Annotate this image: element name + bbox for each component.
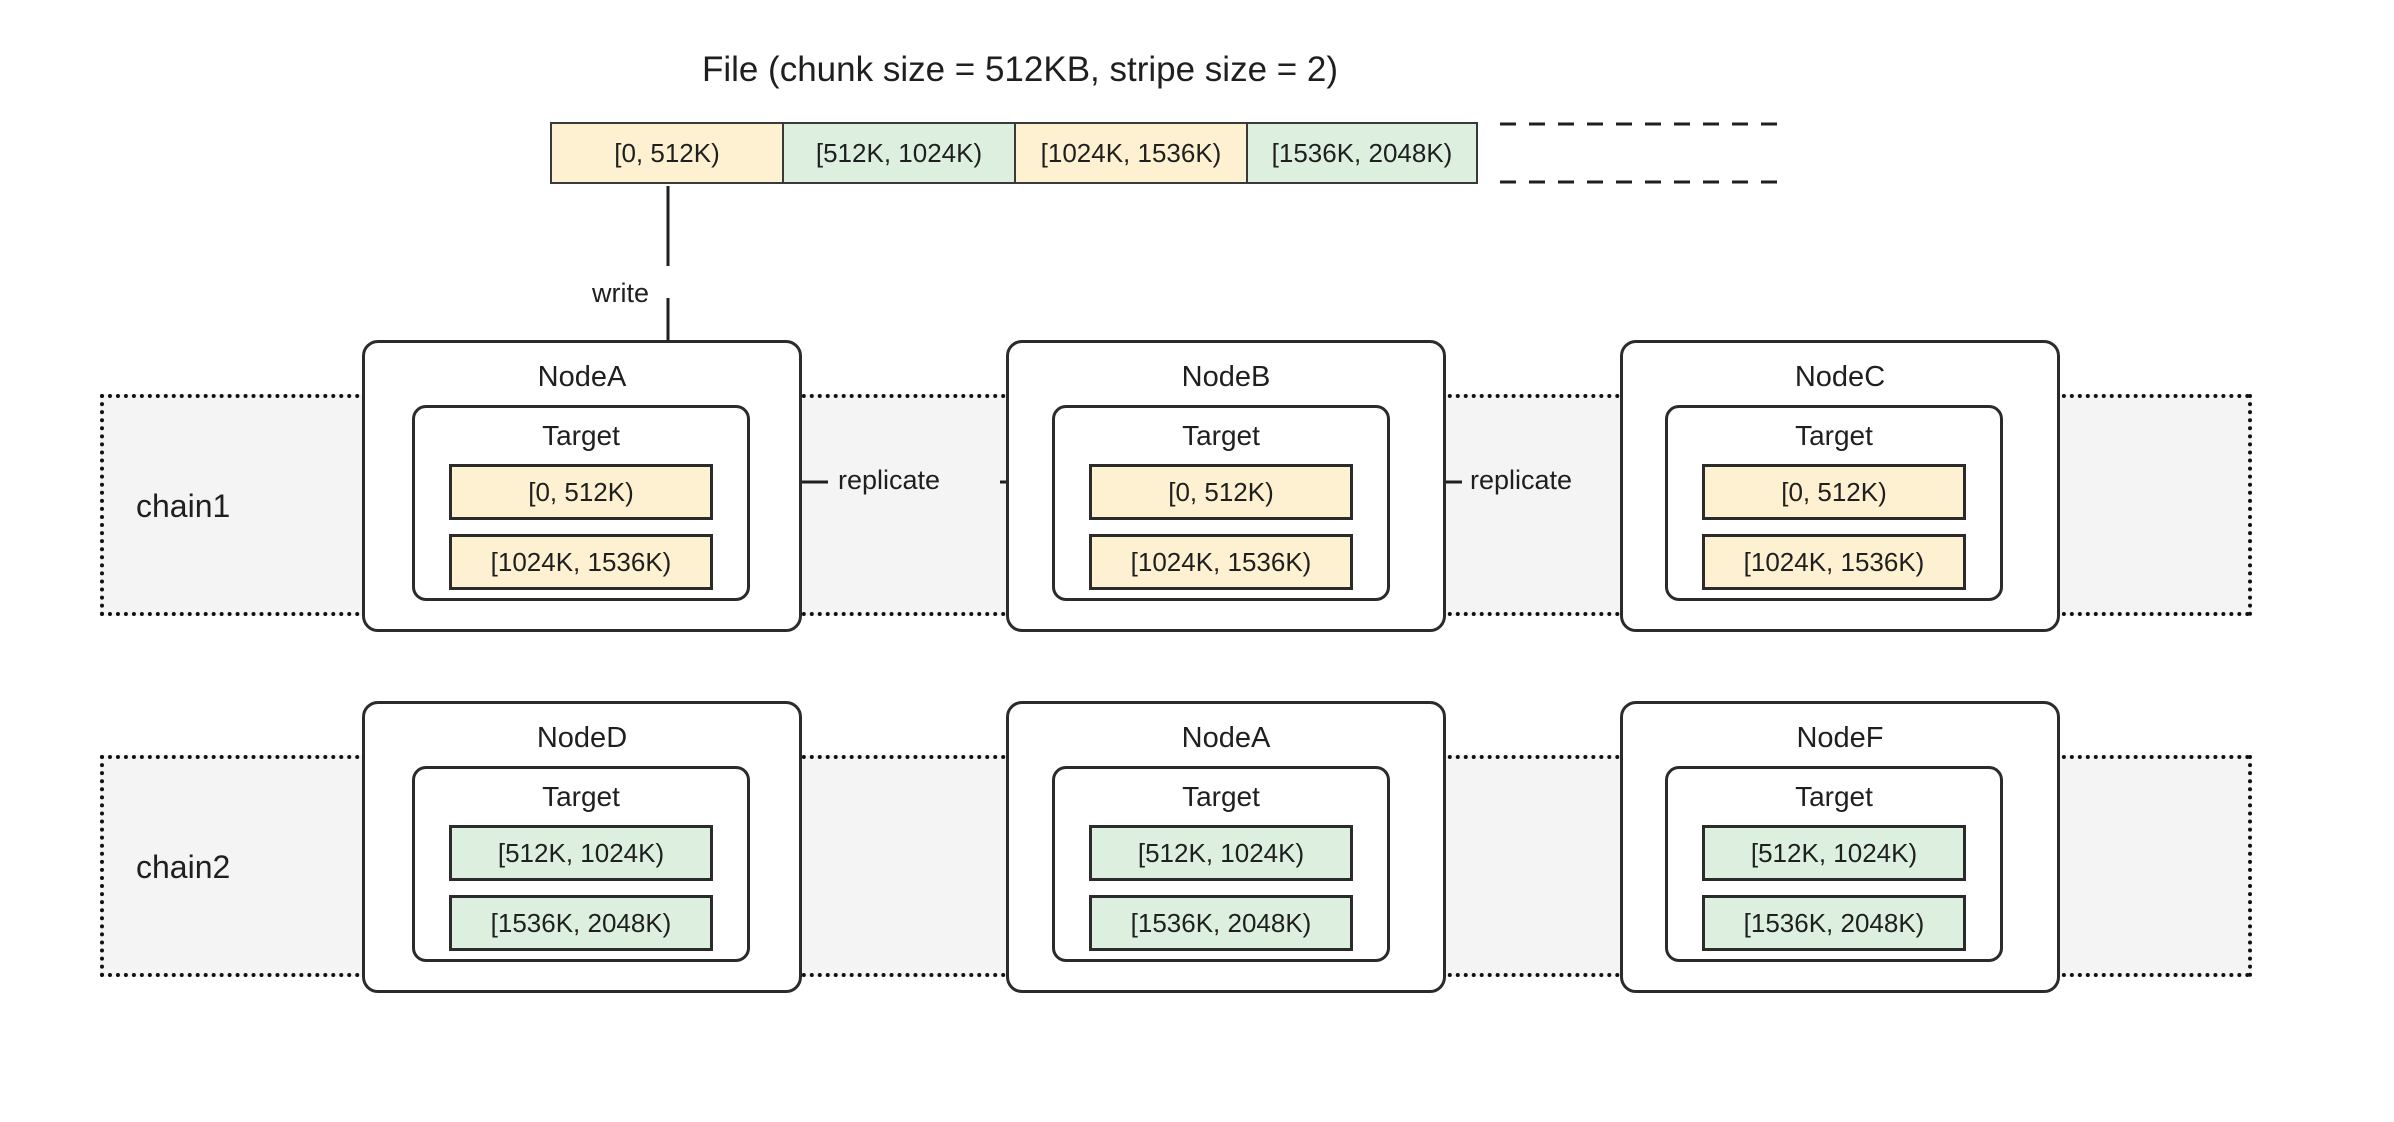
target-box-chain1-nodeB[interactable]: Target [0, 512K) [1024K, 1536K) (1052, 405, 1390, 601)
target-chunk-chain1-nodeB-0: [0, 512K) (1089, 464, 1353, 520)
target-chunk-chain1-nodeC-1: [1024K, 1536K) (1702, 534, 1966, 590)
write-edge-label: write (592, 278, 650, 308)
file-chunk-2: [1024K, 1536K) (1016, 124, 1248, 182)
node-label-chain2-nodeA: NodeA (1181, 722, 1271, 754)
target-box-chain2-nodeD[interactable]: Target [512K, 1024K) [1536K, 2048K) (412, 766, 750, 962)
target-chunk-chain1-nodeB-1: [1024K, 1536K) (1089, 534, 1353, 590)
node-label-chain1-nodeC: NodeC (1794, 361, 1886, 393)
file-chunk-0: [0, 512K) (552, 124, 784, 182)
file-chunk-1: [512K, 1024K) (784, 124, 1016, 182)
replicate-edge-label-1: replicate (838, 465, 941, 495)
target-chunk-chain1-nodeA-0: [0, 512K) (449, 464, 713, 520)
target-chunk-chain2-nodeA-0: [512K, 1024K) (1089, 825, 1353, 881)
target-label-chain1-nodeB: Target (1182, 420, 1260, 451)
target-box-chain1-nodeC[interactable]: Target [0, 512K) [1024K, 1536K) (1665, 405, 2003, 601)
target-chunk-chain1-nodeC-0: [0, 512K) (1702, 464, 1966, 520)
chain-label-chain2: chain2 (136, 849, 231, 885)
target-chunk-chain2-nodeD-1: [1536K, 2048K) (449, 895, 713, 951)
target-chunk-chain2-nodeA-1: [1536K, 2048K) (1089, 895, 1353, 951)
target-chunk-chain2-nodeD-0: [512K, 1024K) (449, 825, 713, 881)
node-label-chain1-nodeB: NodeB (1181, 361, 1271, 393)
target-chunk-chain2-nodeF-0: [512K, 1024K) (1702, 825, 1966, 881)
target-label-chain2-nodeA: Target (1182, 781, 1260, 812)
target-box-chain1-nodeA[interactable]: Target [0, 512K) [1024K, 1536K) (412, 405, 750, 601)
target-chunk-chain2-nodeF-1: [1536K, 2048K) (1702, 895, 1966, 951)
target-label-chain2-nodeD: Target (542, 781, 620, 812)
target-chunk-chain1-nodeA-1: [1024K, 1536K) (449, 534, 713, 590)
target-box-chain2-nodeF[interactable]: Target [512K, 1024K) [1536K, 2048K) (1665, 766, 2003, 962)
node-label-chain2-nodeF: NodeF (1796, 722, 1884, 754)
target-label-chain2-nodeF: Target (1795, 781, 1873, 812)
target-label-chain1-nodeA: Target (542, 420, 620, 451)
node-label-chain2-nodeD: NodeD (536, 722, 628, 754)
file-chunk-strip: [0, 512K) [512K, 1024K) [1024K, 1536K) [… (550, 122, 1478, 184)
target-box-chain2-nodeA[interactable]: Target [512K, 1024K) [1536K, 2048K) (1052, 766, 1390, 962)
node-label-chain1-nodeA: NodeA (537, 361, 627, 393)
file-chunk-3: [1536K, 2048K) (1248, 124, 1476, 182)
replicate-edge-label-2: replicate (1470, 465, 1573, 495)
file-title: File (chunk size = 512KB, stripe size = … (701, 50, 1339, 89)
chain-label-chain1: chain1 (136, 488, 231, 524)
target-label-chain1-nodeC: Target (1795, 420, 1873, 451)
